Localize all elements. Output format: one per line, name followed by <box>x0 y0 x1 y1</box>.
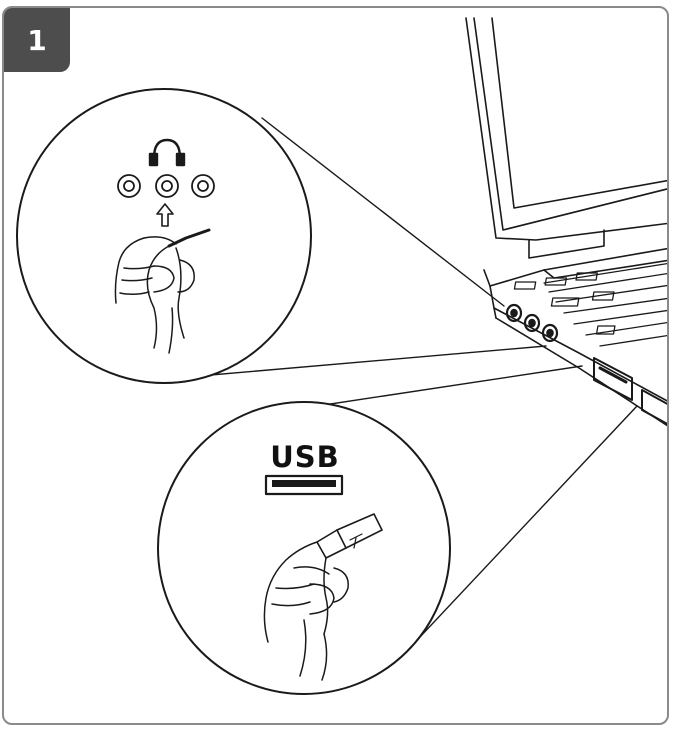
illustration-scene <box>16 17 667 695</box>
hand-with-usb-plug <box>263 541 349 681</box>
illustration-frame: 1 USB <box>2 6 669 725</box>
usb-label: USB <box>270 440 340 474</box>
laptop-illustration <box>465 17 667 427</box>
usb-port-icon <box>264 474 344 496</box>
headphone-icon <box>148 138 186 167</box>
usb-detail <box>157 401 451 695</box>
arrow-up-icon <box>156 203 174 227</box>
usb-plug <box>316 513 383 559</box>
audio-jack-detail <box>16 88 312 384</box>
leader-lines <box>198 117 638 639</box>
audio-jack-icons <box>117 174 215 198</box>
step-number-badge: 1 <box>4 8 70 72</box>
hand-with-audio-plug <box>114 228 211 354</box>
